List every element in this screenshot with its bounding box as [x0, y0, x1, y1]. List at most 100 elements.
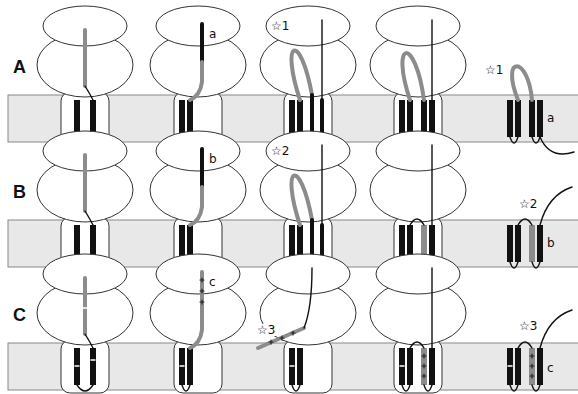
tm-helix	[529, 100, 535, 137]
loop	[77, 385, 93, 391]
nascent-chain	[83, 155, 87, 211]
ribosome-small-subunit	[376, 6, 460, 46]
ribosome-small-subunit	[266, 131, 350, 171]
tm-helix	[421, 348, 427, 385]
tm-helix	[90, 348, 96, 385]
nascent-chain	[540, 137, 574, 154]
nascent-chain	[292, 175, 312, 225]
negative-charge	[180, 365, 184, 366]
panel-letter: C	[12, 306, 27, 324]
nascent-chain	[512, 66, 532, 100]
loop	[410, 219, 424, 225]
tm-helix	[515, 100, 521, 137]
nascent-chain	[304, 268, 312, 328]
segment-label: c	[546, 362, 555, 374]
tm-helix	[515, 225, 521, 262]
loop	[532, 385, 540, 391]
loop	[510, 137, 518, 143]
star-marker: ☆2	[270, 145, 290, 157]
star-marker: ☆1	[270, 20, 290, 32]
nascent-chain	[190, 187, 202, 225]
negative-charge	[83, 307, 87, 308]
negative-charge	[508, 365, 512, 366]
tm-helix	[297, 348, 303, 385]
nascent-chain	[83, 278, 87, 334]
loop	[424, 385, 432, 391]
nascent-chain	[431, 145, 432, 225]
tm-helix	[537, 100, 543, 137]
translocon	[284, 340, 332, 393]
nascent-chain	[431, 20, 432, 100]
panel-letter: A	[12, 58, 27, 76]
positive-charge	[423, 364, 424, 368]
positive-charge	[531, 354, 532, 358]
nascent-chain	[431, 268, 432, 348]
nascent-chain	[190, 310, 202, 348]
loop	[292, 385, 300, 391]
translocon	[174, 340, 222, 393]
nascent-chain	[540, 187, 572, 225]
nascent-chain	[85, 211, 93, 225]
tm-helix	[399, 348, 405, 385]
nascent-chain	[292, 50, 312, 100]
tm-helix	[529, 348, 535, 385]
tm-helix	[529, 225, 535, 262]
nascent-chain	[321, 20, 322, 100]
nascent-chain	[85, 86, 93, 100]
nascent-chain	[200, 272, 204, 310]
positive-charge	[270, 340, 271, 344]
segment-label: c	[208, 276, 217, 288]
positive-charge	[423, 354, 424, 358]
tm-helix	[537, 348, 543, 385]
tm-helix	[74, 348, 80, 385]
star-marker: ☆3	[518, 320, 538, 332]
loop	[518, 342, 532, 348]
ribosome-small-subunit	[376, 254, 460, 294]
tm-helix	[399, 100, 405, 137]
tm-helix	[407, 348, 413, 385]
loop	[518, 219, 532, 225]
tm-helix	[507, 225, 513, 262]
segment-label: b	[546, 237, 556, 249]
positive-charge	[201, 278, 202, 282]
nascent-chain	[190, 62, 202, 100]
ribosome-small-subunit	[156, 131, 240, 171]
panel-letter: B	[12, 183, 27, 201]
loop	[510, 262, 518, 268]
loop	[532, 262, 540, 268]
tm-helix	[515, 348, 521, 385]
loop	[410, 342, 424, 348]
ribosome-small-subunit	[266, 254, 350, 294]
loop	[510, 385, 518, 391]
loop	[402, 385, 410, 391]
translocon	[394, 340, 442, 393]
nascent-chain	[321, 145, 322, 225]
ribosome-small-subunit	[156, 6, 240, 46]
nascent-chain	[200, 24, 204, 62]
positive-charge	[292, 331, 293, 335]
positive-charge	[423, 374, 424, 378]
negative-charge	[91, 359, 95, 360]
segment-label: a	[546, 112, 555, 124]
nascent-chain	[402, 53, 424, 100]
positive-charge	[201, 289, 202, 293]
tm-helix	[179, 348, 185, 385]
negative-charge	[400, 365, 404, 366]
tm-helix	[179, 100, 185, 137]
loop	[182, 385, 190, 391]
nascent-chain	[85, 334, 93, 348]
positive-charge	[531, 374, 532, 378]
tm-helix	[289, 348, 295, 385]
nascent-chain	[200, 149, 204, 187]
positive-charge	[201, 300, 202, 304]
tm-helix	[187, 348, 193, 385]
ribosome-small-subunit	[156, 254, 240, 294]
nascent-chain	[83, 30, 87, 86]
tm-helix	[507, 348, 513, 385]
ribosome-small-subunit	[376, 131, 460, 171]
membrane-band	[8, 343, 578, 390]
tm-helix	[507, 100, 513, 137]
negative-charge	[290, 365, 294, 366]
